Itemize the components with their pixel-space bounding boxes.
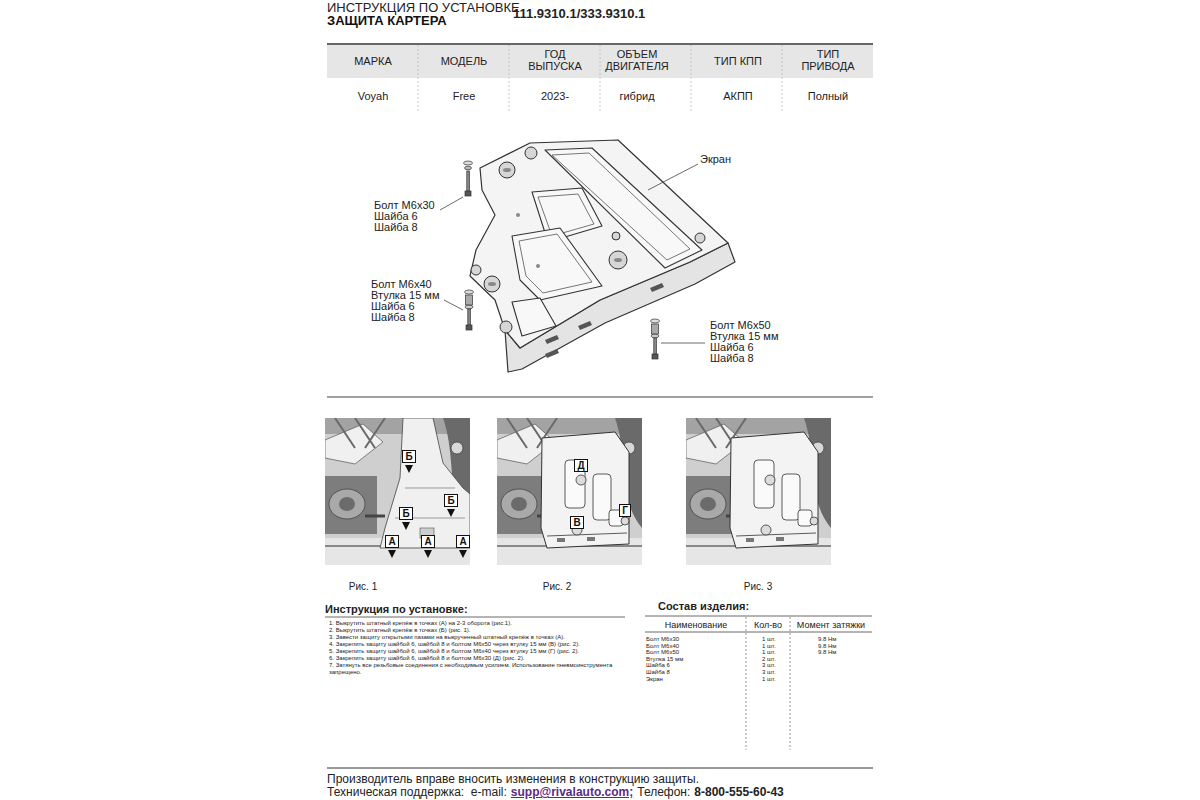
part-callout: Болт М6х30 — [374, 200, 435, 211]
table-cell: Voyah — [329, 90, 417, 103]
instruction-step: 4. Закрепить защиту шайбой 6, шайбой 8 и… — [329, 641, 629, 648]
figure-caption: Рис. 3 — [728, 581, 788, 593]
marker-letter: А — [388, 536, 395, 547]
part-callout: Шайба 8 — [371, 312, 415, 323]
table-header: Наименование — [648, 620, 744, 631]
table-cell: 3 шт. — [762, 662, 776, 669]
instruction-step: 7. Затянуть все резьбовые соединения с н… — [329, 662, 629, 676]
point-marker: Б — [444, 494, 457, 507]
marker-letter: Г — [622, 505, 628, 516]
point-marker: А — [456, 535, 469, 548]
instruction-step: 5. Закрепить защиту шайбой 6, шайбой 8 и… — [329, 648, 629, 655]
table-cell: Free — [420, 90, 508, 103]
table-cell: 9.8 Нм — [818, 636, 836, 643]
leader-lines — [440, 164, 705, 343]
table-cell: 1 шт. — [762, 636, 776, 643]
table-header: МАРКА — [329, 55, 417, 67]
table-header: ГОД ВЫПУСКА — [524, 48, 586, 72]
table-cell: Болт М6х40 — [646, 643, 679, 650]
part-callout: Шайба 8 — [710, 353, 754, 364]
marker-letter: Б — [405, 451, 412, 462]
point-marker: А — [385, 535, 398, 548]
table-cell: Болт М6х50 — [646, 649, 679, 656]
footer-note: Производитель вправе вносить изменения в… — [327, 772, 699, 786]
marker-letter: Д — [577, 460, 584, 471]
table-cell: Втулка 15 мм — [646, 656, 683, 663]
instruction-step: 2. Выкрутить штатный крепёж в точках (Б)… — [329, 627, 629, 634]
table-header: Момент затяжки — [791, 620, 871, 631]
instruction-list: 1. Выкрутить штатный крепёж в точках (А)… — [329, 620, 629, 676]
photo — [686, 418, 831, 565]
marker-letter: В — [573, 517, 580, 528]
table-header: ТИП КПП — [694, 55, 782, 67]
part-callout: Втулка 15 мм — [710, 331, 778, 342]
figure-caption: Рис. 1 — [333, 581, 393, 593]
point-marker: В — [570, 516, 583, 529]
instruction-step: 3. Завести защиту открытыми пазами на вы… — [329, 634, 629, 641]
figure-caption: Рис. 2 — [527, 581, 587, 593]
spec-table-grid — [327, 44, 873, 112]
table-cell: Шайба 8 — [646, 669, 670, 676]
table-cell: Экран — [646, 676, 663, 683]
point-marker: А — [421, 535, 434, 548]
footer-line: Техническая поддержка: e-mail: supp@rival… — [327, 785, 784, 799]
table-cell: 2023- — [511, 90, 599, 103]
table-cell: 3 шт. — [762, 669, 776, 676]
table-cell: 1 шт. — [762, 643, 776, 650]
part-callout: Втулка 15 мм — [371, 290, 439, 301]
doc-heading: ИНСТРУКЦИЯ ПО УСТАНОВКЕ — [327, 0, 520, 16]
table-cell: Болт М6х30 — [646, 636, 679, 643]
table-cell: 9.8 Нм — [818, 649, 836, 656]
table-rules — [325, 616, 873, 768]
marker-letter: А — [424, 536, 431, 547]
part-number: 111.9310.1/333.9310.1 — [513, 6, 645, 22]
table-header: ОБЪЕМ ДВИГАТЕЛЯ — [596, 48, 678, 72]
separator-line — [327, 397, 873, 398]
part-callout: Болт М6х50 — [710, 320, 771, 331]
point-marker: Б — [399, 507, 412, 520]
footer-phone: 8-800-555-60-43 — [694, 785, 783, 799]
footer-text: Телефон: — [637, 785, 690, 799]
document-title: ЗАЩИТА КАРТЕРА — [327, 13, 447, 28]
point-marker: Г — [619, 504, 631, 517]
table-cell: 1 шт. — [762, 649, 776, 656]
part-callout: Экран — [700, 153, 731, 166]
section-heading: Инструкция по установке: — [325, 603, 468, 616]
table-cell: Шайба 6 — [646, 662, 670, 669]
photo — [325, 418, 470, 565]
point-marker: Б — [402, 450, 415, 463]
part-callout: Шайба 6 — [374, 211, 418, 222]
skid-plate-drawing — [470, 140, 735, 372]
footer-email: supp@rivalauto.com; — [511, 785, 633, 799]
table-cell: 2 шт. — [762, 656, 776, 663]
marker-letter: Б — [402, 508, 409, 519]
marker-arrows — [388, 465, 467, 558]
table-cell: 9.8 Нм — [818, 643, 836, 650]
part-callout: Болт М6х40 — [371, 279, 432, 290]
table-header: ТИП ПРИВОДА — [792, 48, 864, 72]
footer-text: Техническая поддержка: e-mail: — [327, 785, 507, 799]
instruction-step: 6. Закрепить защиту шайбой 6, шайбой 8 и… — [329, 655, 629, 662]
table-cell: Полный — [784, 90, 872, 103]
table-header: МОДЕЛЬ — [420, 55, 508, 67]
section-heading: Состав изделия: — [658, 600, 749, 613]
marker-letter: Б — [447, 495, 454, 506]
table-cell: 1 шт. — [762, 676, 776, 683]
part-callout: Шайба 8 — [374, 222, 418, 233]
part-callout: Шайба 6 — [710, 342, 754, 353]
point-marker: Д — [574, 459, 587, 472]
table-header: Кол-во — [747, 620, 789, 631]
instruction-step: 1. Выкрутить штатный крепёж в точках (А)… — [329, 620, 629, 627]
photo — [497, 418, 642, 565]
marker-letter: А — [459, 536, 466, 547]
table-cell: АКПП — [694, 90, 782, 103]
part-callout: Шайба 6 — [371, 301, 415, 312]
fastener-drawings — [464, 161, 660, 359]
table-cell: гибрид — [593, 90, 681, 103]
